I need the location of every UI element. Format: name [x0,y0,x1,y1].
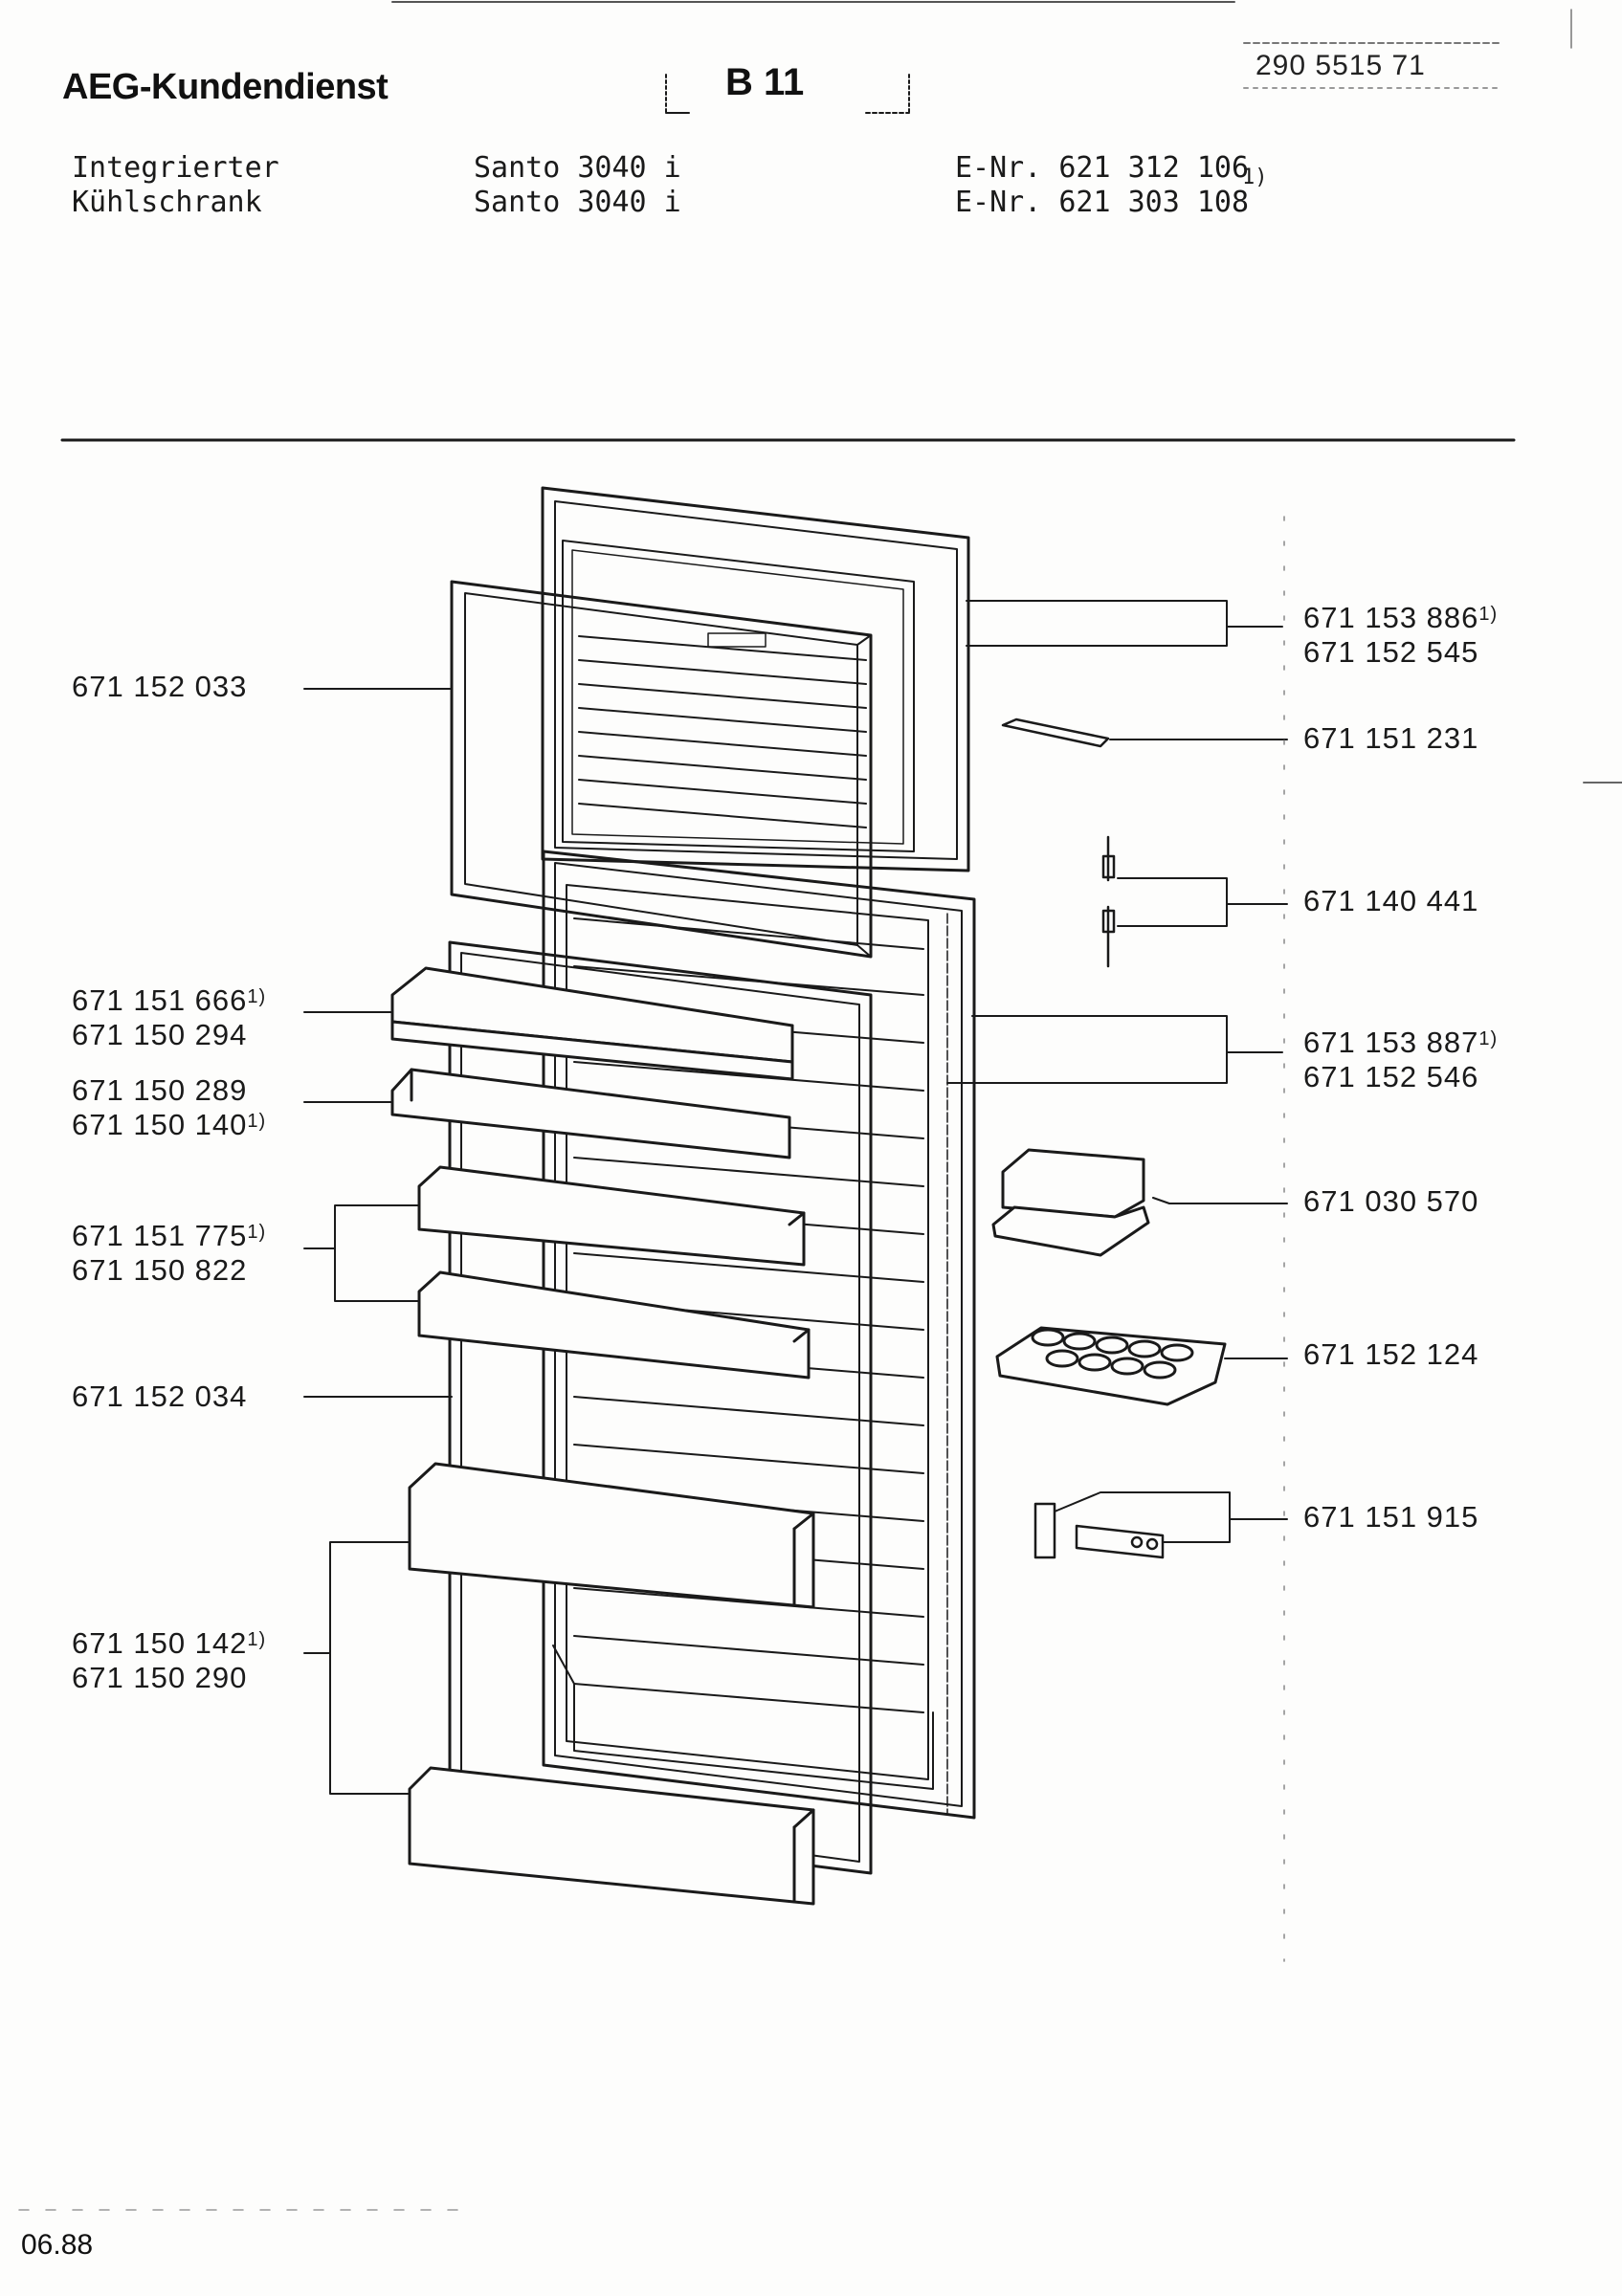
document-number: 290 5515 71 [1255,50,1426,81]
handle-strip [1001,718,1110,748]
part-label-right-1: 671 153 8861) [1303,601,1499,634]
butter-dish [991,1148,1150,1257]
part-label-left-8: 671 152 034 [72,1380,248,1413]
door-shelf-upper [390,1068,791,1159]
part-label-right-2: 671 152 545 [1303,635,1479,669]
part-label-right-3: 671 151 231 [1303,721,1479,755]
door-shelf-mid-1 [417,1165,806,1267]
fridge-door-panel [542,850,976,1820]
model-line-1: Santo 3040 i [474,151,681,185]
part-label-left-3: 671 150 294 [72,1018,248,1051]
leader-lines-left [303,688,453,1795]
freezer-inner-slats [578,632,867,828]
butter-compartment [390,966,794,1081]
part-label-right-7: 671 030 570 [1303,1184,1479,1218]
part-label-right-8: 671 152 124 [1303,1337,1479,1371]
part-label-right-6: 671 152 546 [1303,1060,1479,1093]
appliance-type-line-1: Integrierter [72,151,279,185]
model-line-2: Santo 3040 i [474,186,681,219]
part-label-left-1: 671 152 033 [72,670,248,703]
part-label-left-2: 671 151 6661) [72,983,267,1017]
egg-tray [995,1326,1227,1406]
appliance-type-line-2: Kühlschrank [72,186,262,219]
bottle-rack-upper [408,1462,815,1609]
part-label-left-7: 671 150 822 [72,1253,248,1287]
enr-footnote: 1) [1242,166,1268,189]
freezer-door-panel [541,486,970,872]
part-label-left-6: 671 151 7751) [72,1219,267,1252]
door-shelf-mid-2 [417,1270,811,1380]
sheet-number: B 11 [725,61,805,103]
part-label-left-10: 671 150 290 [72,1661,248,1694]
enr-line-1: E-Nr. 621 312 106 [955,151,1250,185]
hinge-bracket [1033,1502,1165,1559]
part-label-left-4: 671 150 289 [72,1073,248,1107]
header-rules [391,1,1572,114]
enr-line-2: E-Nr. 621 303 108 [955,186,1250,219]
leader-lines-right [946,600,1288,1543]
bottle-rack-lower [408,1766,815,1906]
brand-title: AEG-Kundendienst [62,67,389,107]
part-label-right-4: 671 140 441 [1303,884,1479,917]
print-date: 06.88 [21,2229,94,2261]
part-label-right-9: 671 151 915 [1303,1500,1479,1534]
part-label-left-5: 671 150 1401) [72,1108,267,1141]
hinge-pins [1101,835,1116,968]
freezer-gasket [450,580,873,959]
part-label-left-9: 671 150 1421) [72,1626,267,1660]
part-label-right-5: 671 153 8871) [1303,1026,1499,1059]
